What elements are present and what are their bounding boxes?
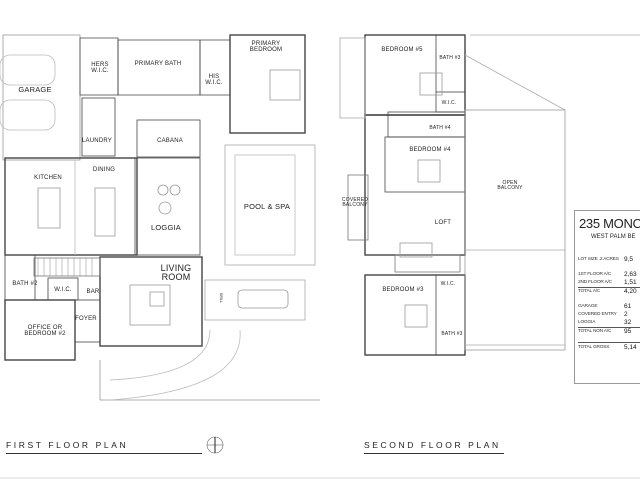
row-value: 1,51: [623, 279, 637, 287]
first-floor-walls: [0, 34, 320, 401]
covered-balcony: COVERED BALCONY: [341, 197, 369, 209]
row-label: 1ST FLOOR A/C: [578, 272, 612, 277]
grill-label: GRILL: [218, 292, 223, 303]
room-bath-3: BATH #3: [441, 331, 463, 337]
room-living-room: LIVING ROOM: [160, 263, 192, 283]
room-bedroom-4: BEDROOM #4: [409, 147, 451, 153]
non-ac-row: GARAGE 61: [578, 303, 640, 311]
room-loft: LOFT: [434, 220, 452, 226]
title-block: 235 MONCE WEST PALM BE LOT SIZE .2 ACRES…: [574, 210, 640, 384]
room-cabana: CABANA: [157, 138, 183, 144]
project-location: WEST PALM BE: [591, 234, 636, 240]
room-kitchen: KITCHEN: [34, 175, 62, 181]
room-bedroom-3: BEDROOM #3: [382, 287, 424, 293]
room-loggia: LOGGIA: [151, 223, 181, 232]
room-bath-4: BATH #4: [429, 125, 451, 131]
row-value: 61: [623, 303, 632, 311]
north-arrow-icon: [206, 436, 224, 454]
row-label: TOTAL A/C: [578, 289, 601, 294]
divider: [578, 327, 640, 328]
non-ac-total-row: TOTAL NON A/C 95: [578, 328, 640, 336]
room-laundry: LAUNDRY: [82, 138, 112, 144]
row-label: COVERED ENTRY: [578, 312, 617, 317]
room-wic-lower: W.I.C.: [440, 281, 456, 287]
non-ac-row: LOGGIA 32: [578, 319, 640, 327]
divider: [578, 287, 640, 288]
second-floor-plan-title: SECOND FLOOR PLAN: [364, 440, 504, 454]
room-bar: BAR: [86, 289, 100, 295]
room-primary-bath: PRIMARY BATH: [134, 61, 182, 67]
room-foyer: FOYER: [75, 316, 97, 322]
divider: [578, 342, 640, 343]
row-value: 9,5: [623, 256, 634, 264]
row-value: 32: [623, 319, 632, 327]
open-balcony: OPEN BALCONY: [497, 180, 523, 192]
room-dining: DINING: [92, 167, 116, 173]
room-office-or-bedroom-2: OFFICE OR BEDROOM #2: [24, 325, 66, 338]
row-value: 95: [623, 328, 632, 336]
project-title: 235 MONCE: [579, 216, 640, 231]
room-wic-upper: W.I.C.: [441, 100, 457, 106]
room-wic: W.I.C.: [54, 287, 72, 293]
room-bath-2: BATH #2: [12, 281, 38, 287]
row-label: TOTAL NON A/C: [578, 329, 612, 334]
row-label: LOT SIZE .2 ACRES: [578, 257, 619, 262]
first-floor-plan-title: FIRST FLOOR PLAN: [6, 440, 202, 454]
room-bath-upper: BATH #3: [439, 55, 461, 61]
room-bedroom-5: BEDROOM #5: [381, 47, 423, 53]
row-value: 4,20: [623, 288, 637, 296]
row-label: TOTAL GROSS: [578, 345, 610, 350]
room-hers-wic: HERS W.I.C.: [91, 62, 109, 75]
room-his-wic: HIS W.I.C.: [205, 74, 223, 87]
row-label: 2ND FLOOR A/C: [578, 280, 612, 285]
row-label: GARAGE: [578, 304, 598, 309]
pool-and-spa: POOL & SPA: [243, 202, 291, 211]
row-value: 5,14: [623, 344, 637, 352]
gross-total-row: TOTAL GROSS 5,14: [578, 344, 640, 352]
room-garage: GARAGE: [18, 85, 52, 94]
row-label: LOGGIA: [578, 320, 596, 325]
ac-row: 2ND FLOOR A/C 1,51: [578, 279, 640, 287]
row-value: 2,63: [623, 271, 637, 279]
ac-row: 1ST FLOOR A/C 2,63: [578, 271, 640, 279]
room-primary-bedroom: PRIMARY BEDROOM: [249, 41, 283, 54]
second-floor-walls: [339, 34, 640, 356]
lot-size-row: LOT SIZE .2 ACRES 9,5: [578, 256, 640, 264]
row-value: 2: [623, 311, 628, 319]
non-ac-row: COVERED ENTRY 2: [578, 311, 640, 319]
ac-total-row: TOTAL A/C 4,20: [578, 288, 640, 296]
